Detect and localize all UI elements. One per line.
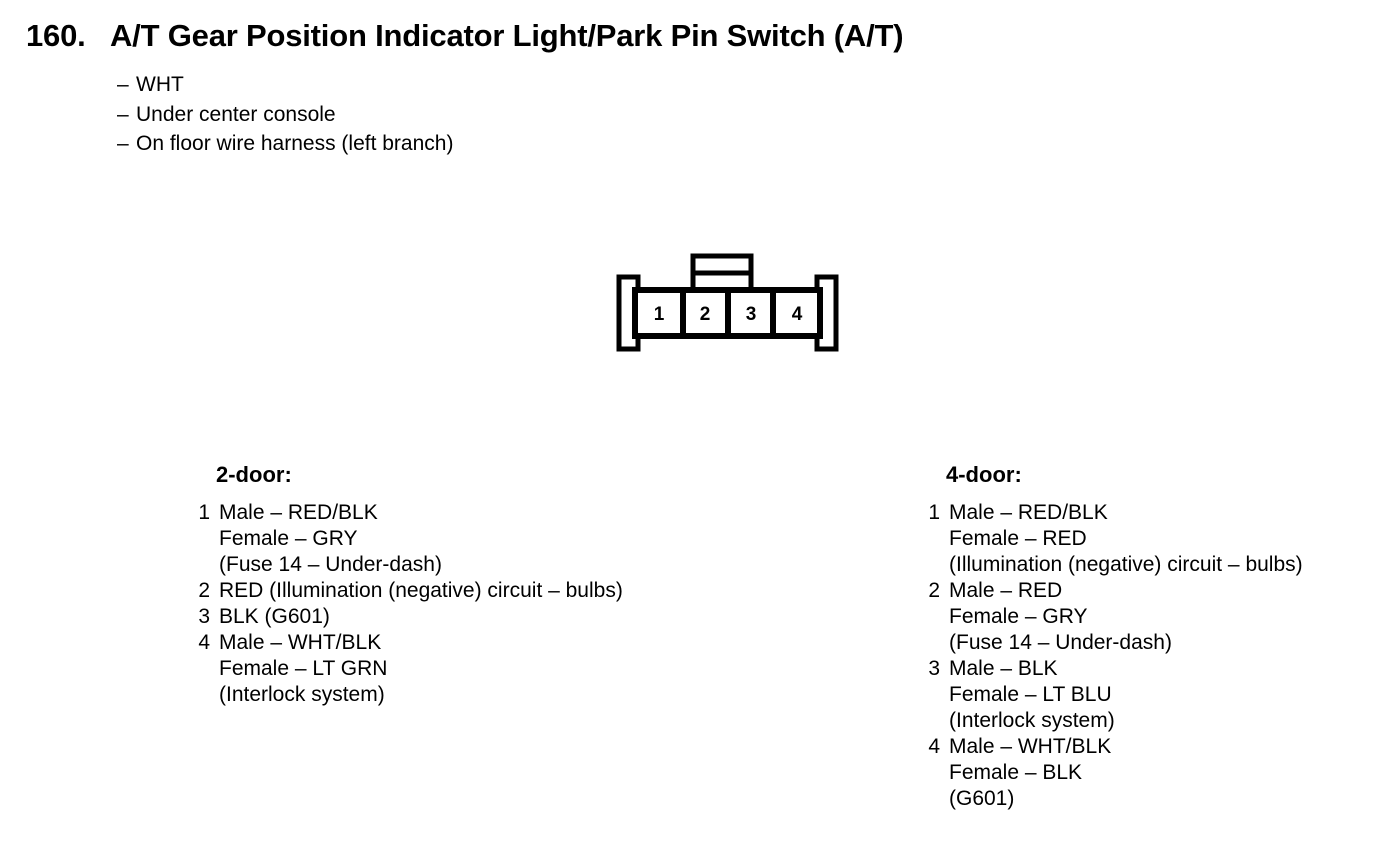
pin-entry: 1 Male – RED/BLK Female – GRY (Fuse 14 – Un… — [190, 500, 790, 578]
pin-list: 1 Male – RED/BLK Female – GRY (Fuse 14 – Un… — [190, 500, 790, 708]
pin-entry: 4 Male – WHT/BLK Female – BLK (G601) — [920, 734, 1360, 812]
pin-listing-columns: 2-door: 1 Male – RED/BLK Female – GRY (Fuse… — [0, 462, 1376, 862]
pin-entry-line: Male – RED/BLK — [219, 501, 378, 524]
pin-entry-lines: RED (Illumination (negative) circuit – b… — [210, 578, 790, 604]
pin-entry-lines: BLK (G601) — [210, 604, 790, 630]
page-title-text: A/T Gear Position Indicator Light/Park P… — [110, 18, 904, 53]
pin-entry-lines: Male – RED/BLK Female – GRY (Fuse 14 – Und… — [210, 500, 790, 578]
pin-entry-line: (Illumination (negative) circuit – bulbs… — [949, 553, 1303, 576]
pin-entry-line: Male – WHT/BLK — [949, 735, 1112, 758]
column-heading: 2-door: — [216, 462, 292, 487]
pin-label-4: 4 — [792, 304, 803, 325]
pin-entry-line: Male – RED/BLK — [949, 501, 1108, 524]
pin-entry-lines: Male – WHT/BLK Female – LT GRN (Interlock … — [210, 630, 790, 708]
dash-bullet-icon: – — [117, 102, 129, 126]
page-header: 160. A/T Gear Position Indicator Light/P… — [26, 18, 1346, 54]
pin-entry-line: (Interlock system) — [949, 709, 1115, 732]
pin-entry-lines: Male – WHT/BLK Female – BLK (G601) — [940, 734, 1360, 812]
pin-entry-lines: Male – RED Female – GRY (Fuse 14 – Under-d… — [940, 578, 1360, 656]
pin-entry: 1 Male – RED/BLK Female – RED (Illumination… — [920, 500, 1360, 578]
connector-diagram: 1 2 3 4 — [605, 248, 850, 373]
pin-list: 1 Male – RED/BLK Female – RED (Illumination… — [920, 500, 1360, 812]
pin-entry-line: Male – WHT/BLK — [219, 631, 382, 654]
pin-entry: 3 BLK (G601) — [190, 604, 790, 630]
pin-entry-index: 3 — [928, 657, 940, 680]
connector-pin-labels: 1 2 3 4 — [654, 304, 803, 325]
pin-label-1: 1 — [654, 304, 665, 325]
pin-entry-line: Female – GRY — [219, 527, 358, 550]
connector-note: –Under center console — [117, 100, 453, 130]
pin-entry-line: Female – LT BLU — [949, 683, 1112, 706]
pin-entry-line: Female – GRY — [949, 605, 1088, 628]
pin-entry-line: (G601) — [949, 787, 1015, 810]
pin-label-2: 2 — [700, 304, 711, 325]
pin-entry-index: 1 — [928, 501, 940, 524]
pin-entry: 4 Male – WHT/BLK Female – LT GRN (Interlock… — [190, 630, 790, 708]
pin-entry-line: BLK (G601) — [219, 605, 330, 628]
pin-entry-line: (Fuse 14 – Under-dash) — [949, 631, 1172, 654]
pin-entry-index: 4 — [928, 735, 940, 758]
pin-entry-line: (Interlock system) — [219, 683, 385, 706]
dash-bullet-icon: – — [117, 132, 129, 155]
column-heading: 4-door: — [946, 462, 1022, 487]
pin-entry-lines: Male – RED/BLK Female – RED (Illumination … — [940, 500, 1360, 578]
connector-note: –WHT — [117, 70, 453, 100]
pin-entry-line: Female – BLK — [949, 761, 1083, 784]
pin-entry-index: 1 — [198, 501, 210, 524]
pin-label-3: 3 — [746, 304, 757, 325]
dash-bullet-icon: – — [117, 73, 129, 96]
pin-entry-line: Female – RED — [949, 527, 1087, 550]
pin-entry-index: 4 — [198, 631, 210, 654]
connector-note-text: Under center console — [136, 102, 336, 126]
page-title: 160. A/T Gear Position Indicator Light/P… — [26, 18, 1346, 54]
pin-column-2-door: 2-door: 1 Male – RED/BLK Female – GRY (Fuse… — [190, 462, 790, 708]
pin-entry-index: 3 — [198, 605, 210, 628]
pin-entry: 3 Male – BLK Female – LT BLU (Interlock sys… — [920, 656, 1360, 734]
pin-entry-line: Female – LT GRN — [219, 657, 388, 680]
section-number: 160. — [26, 18, 86, 53]
pin-entry-line: (Fuse 14 – Under-dash) — [219, 553, 442, 576]
connector-svg: 1 2 3 4 — [616, 253, 839, 352]
pin-entry-line: Male – RED — [949, 579, 1063, 602]
pin-entry: 2 Male – RED Female – GRY (Fuse 14 – Under-… — [920, 578, 1360, 656]
pin-entry-index: 2 — [928, 579, 940, 602]
connector-body — [616, 253, 839, 352]
connector-note: –On floor wire harness (left branch) — [117, 129, 453, 159]
connector-note-text: WHT — [136, 73, 184, 96]
pin-column-4-door: 4-door: 1 Male – RED/BLK Female – RED (Illu… — [920, 462, 1360, 812]
pin-entry-line: RED (Illumination (negative) circuit – b… — [219, 579, 623, 602]
pin-entry: 2 RED (Illumination (negative) circuit – … — [190, 578, 790, 604]
pin-entry-index: 2 — [198, 579, 210, 602]
pin-entry-line: Male – BLK — [949, 657, 1058, 680]
connector-note-text: On floor wire harness (left branch) — [136, 132, 454, 155]
connector-notes: –WHT–Under center console–On floor wire … — [117, 70, 453, 159]
pin-entry-lines: Male – BLK Female – LT BLU (Interlock syst… — [940, 656, 1360, 734]
